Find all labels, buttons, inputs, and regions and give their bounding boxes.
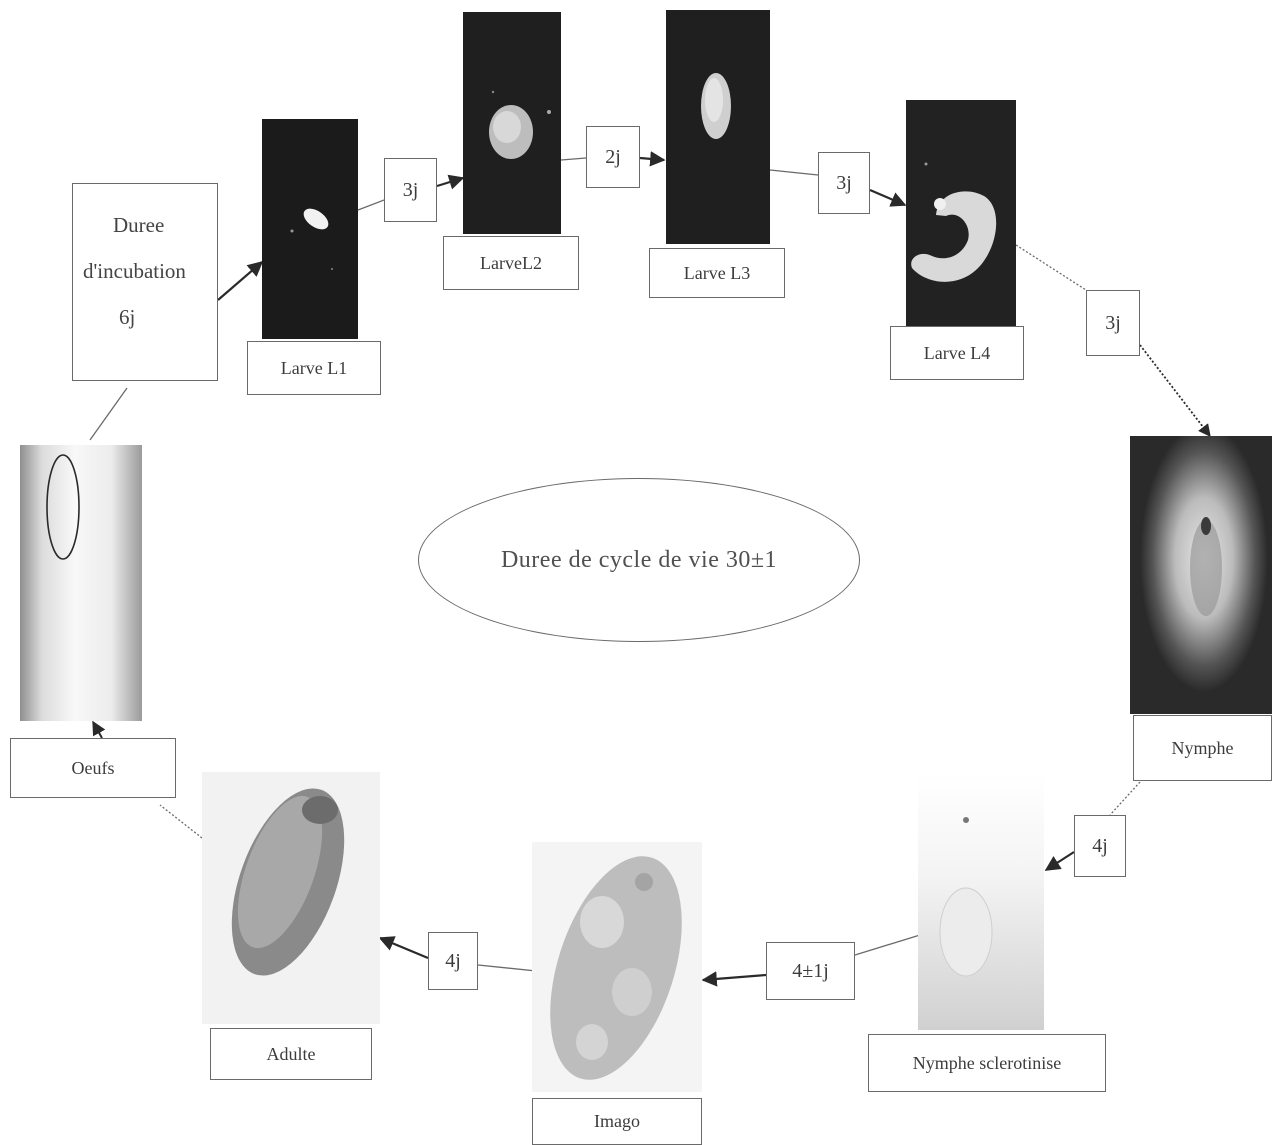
- arrow-incubation-to-l1: [218, 262, 262, 300]
- line-sclerotinise-to-4pm1j: [855, 935, 920, 955]
- line-nymphe-to-4j: [1110, 782, 1140, 815]
- arrow-4j-to-adulte: [380, 938, 428, 958]
- arrow-3j-to-l2: [437, 178, 463, 186]
- label-larve-l2: LarveL2: [443, 236, 579, 290]
- line-l3-to-3j: [770, 170, 818, 175]
- label-nymphe: Nymphe: [1133, 715, 1272, 781]
- larve-l1-photo: [262, 119, 358, 339]
- duration-l1-l2: 3j: [384, 158, 437, 222]
- line-adulte-to-oeufs: [160, 805, 202, 838]
- duration-nymphe-sclerotinise: 4j: [1074, 815, 1126, 877]
- incubation-line-2: d'incubation: [83, 256, 186, 286]
- duration-imago-adulte: 4j: [428, 932, 478, 990]
- label-larve-l3: Larve L3: [649, 248, 785, 298]
- arrow-3j-to-nymphe: [1140, 345, 1210, 436]
- line-l1-to-3j: [358, 200, 384, 210]
- arrow-4j-to-sclerotinise: [1046, 852, 1074, 870]
- label-nymphe-sclerotinise: Nymphe sclerotinise: [868, 1034, 1106, 1092]
- duration-sclerotinise-imago: 4±1j: [766, 942, 855, 1000]
- arrow-4pm1j-to-imago: [703, 975, 766, 980]
- duration-l2-l3: 2j: [586, 126, 640, 188]
- incubation-line-3: 6j: [119, 302, 135, 332]
- nymphe-sclerotinise-photo: [918, 772, 1044, 1030]
- cycle-duration-text: Duree de cycle de vie 30±1: [501, 547, 777, 574]
- larve-l4-photo: [906, 100, 1016, 326]
- larve-l2-photo: [463, 12, 561, 234]
- larve-l3-photo: [666, 10, 770, 244]
- adulte-photo: [202, 772, 380, 1024]
- incubation-box: Duree d'incubation 6j: [72, 183, 218, 381]
- incubation-line-1: Duree: [113, 210, 164, 240]
- cycle-duration-ellipse: Duree de cycle de vie 30±1: [418, 478, 860, 642]
- duration-l3-l4: 3j: [818, 152, 870, 214]
- label-imago: Imago: [532, 1098, 702, 1145]
- label-larve-l1: Larve L1: [247, 341, 381, 395]
- arrow-2j-to-l3: [640, 158, 664, 160]
- label-adulte: Adulte: [210, 1028, 372, 1080]
- arrow-oeufs-label-to-photo: [93, 722, 102, 738]
- label-larve-l4: Larve L4: [890, 326, 1024, 380]
- arrow-3j-to-l4: [870, 190, 905, 205]
- nymphe-photo: [1130, 436, 1272, 714]
- line-l2-to-2j: [561, 158, 586, 160]
- line-l4-to-3j: [1016, 245, 1086, 290]
- imago-photo: [532, 842, 702, 1092]
- oeufs-photo: [20, 445, 142, 721]
- line-oeufs-to-incubation: [90, 388, 127, 440]
- label-oeufs: Oeufs: [10, 738, 176, 798]
- egg-highlight-circle: [47, 455, 79, 559]
- duration-l4-nymphe: 3j: [1086, 290, 1140, 356]
